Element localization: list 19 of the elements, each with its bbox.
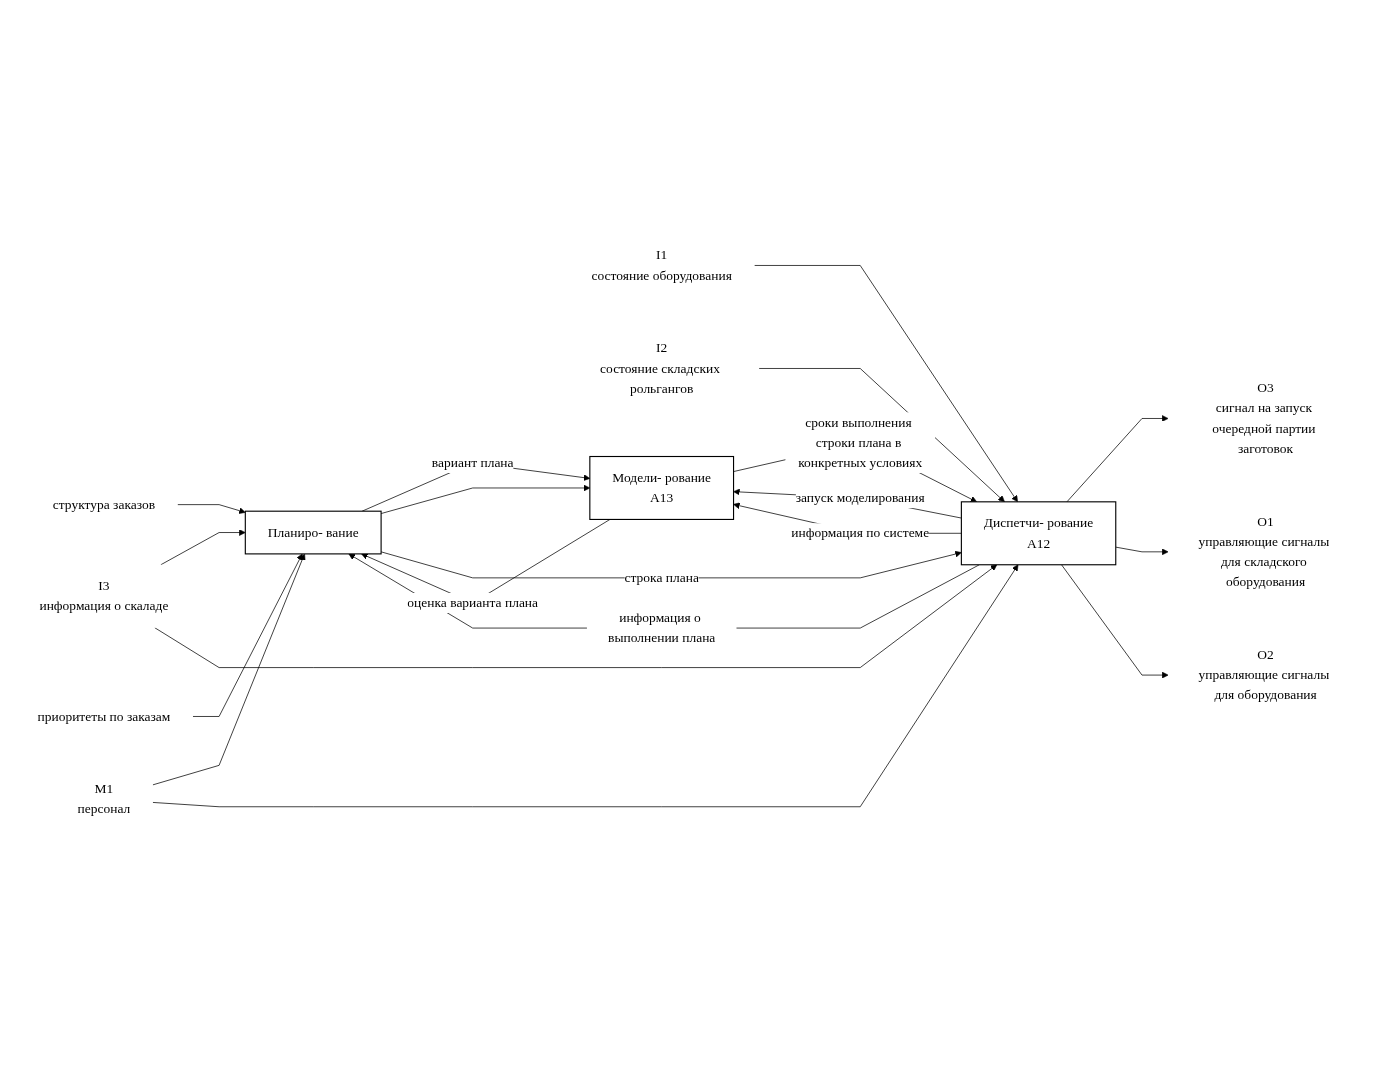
node-box: Планиро- вание (244, 510, 382, 555)
edge-label: сроки выполнения строки плана в конкретных условиях (798, 414, 923, 471)
edge-label: вариант плана (431, 455, 514, 471)
node-text: I1 состояние оборудования (591, 247, 732, 283)
edge-label: информация по системе (791, 525, 930, 541)
edge-label: запуск моделирования (795, 490, 925, 506)
edge-label: строка плана (624, 570, 699, 586)
node-text: O3 сигнал на запуск очередной партии заготовок (1212, 380, 1316, 457)
node-text: приоритеты по заказам (37, 708, 171, 724)
node-text: M1 персонал (77, 781, 131, 817)
edge-label: информация о выполнении плана (608, 610, 716, 646)
node-text: I2 состояние складских рольгангов (600, 340, 720, 396)
node-text: структура заказов (52, 496, 156, 512)
edge-label: оценка варианта плана (407, 595, 539, 611)
node-text: O2 управляющие сигналы для оборудования (1198, 647, 1330, 703)
node-box: Диспетчи- рование A12 (960, 501, 1117, 566)
node-box: Модели- рование A13 (589, 456, 735, 521)
node-text: I3 информация о скаладе (39, 578, 169, 614)
node-text: O1 управляющие сигналы для складского оборудования (1198, 513, 1330, 590)
